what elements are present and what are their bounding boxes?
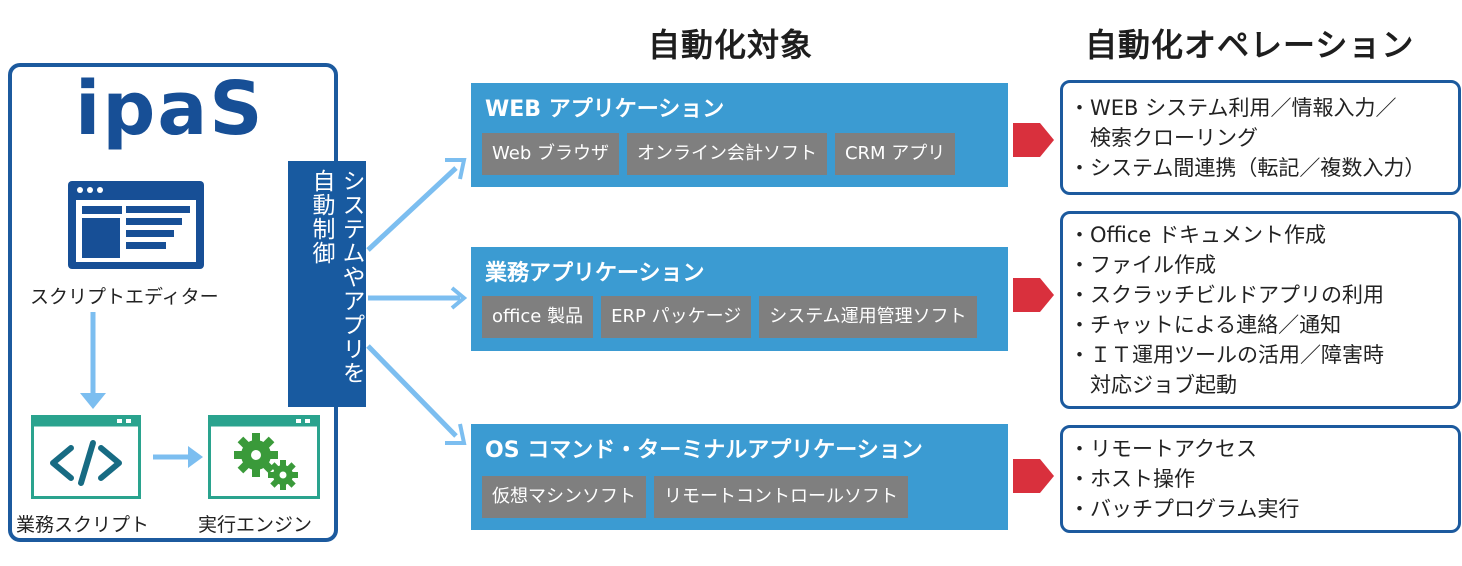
operation-item: ・Office ドキュメント作成	[1069, 223, 1326, 247]
operations-web: ・WEB システム利用／情報入力／ 検索クローリング ・システム間連携（転記／複…	[1060, 80, 1461, 195]
target-os-terminal-apps: OS コマンド・ターミナルアプリケーション 仮想マシンソフト リモートコントロー…	[471, 424, 1008, 530]
operation-item: 検索クローリング	[1069, 126, 1258, 150]
chip-item: office 製品	[482, 296, 594, 338]
operation-item: ・ＩＴ運用ツールの活用／障害時	[1069, 343, 1384, 367]
operation-item: ・バッチプログラム実行	[1069, 497, 1300, 521]
ipas-logo: ipaS	[75, 66, 265, 152]
auto-control-label: システムやアプリを自動制御	[308, 169, 364, 385]
operations-heading: 自動化オペレーション	[1085, 26, 1415, 64]
arrow-control-to-business	[368, 286, 468, 310]
operation-item: ・チャットによる連絡／通知	[1069, 313, 1342, 337]
operation-item: ・ホスト操作	[1069, 467, 1195, 491]
operation-item: ・WEB システム利用／情報入力／	[1069, 96, 1397, 120]
business-script-label: 業務スクリプト	[16, 514, 150, 536]
operations-os-terminal: ・リモートアクセス ・ホスト操作 ・バッチプログラム実行	[1060, 425, 1461, 533]
target-title: OS コマンド・ターミナルアプリケーション	[485, 438, 923, 463]
chip-item: システム運用管理ソフト	[759, 296, 977, 338]
arrow-script-to-engine	[153, 446, 203, 468]
code-window-icon	[31, 415, 141, 499]
operation-item: ・スクラッチビルドアプリの利用	[1069, 283, 1384, 307]
chip-item: 仮想マシンソフト	[482, 476, 646, 518]
script-editor-icon	[68, 181, 204, 269]
target-business-apps: 業務アプリケーション office 製品 ERP パッケージ システム運用管理ソ…	[471, 247, 1008, 351]
targets-heading: 自動化対象	[648, 26, 814, 64]
script-editor-label: スクリプトエディター	[30, 286, 219, 308]
red-arrow-3	[1013, 459, 1054, 493]
red-arrow-2	[1013, 278, 1054, 312]
chip-item: ERP パッケージ	[601, 296, 752, 338]
chip-item: リモートコントロールソフト	[654, 476, 908, 518]
auto-control-box: システムやアプリを自動制御	[288, 161, 366, 407]
arrow-control-to-web	[366, 158, 467, 252]
execution-engine-label: 実行エンジン	[198, 514, 313, 536]
operation-item: 対応ジョブ起動	[1069, 373, 1237, 397]
arrow-editor-to-script	[80, 312, 106, 409]
operation-item: ・ファイル作成	[1069, 253, 1216, 277]
operations-business: ・Office ドキュメント作成 ・ファイル作成 ・スクラッチビルドアプリの利用…	[1060, 211, 1461, 409]
chip-item: オンライン会計ソフト	[626, 133, 827, 175]
red-arrow-1	[1013, 123, 1054, 157]
chip-item: Web ブラウザ	[482, 133, 619, 175]
target-title: WEB アプリケーション	[485, 97, 725, 122]
target-web-apps: WEB アプリケーション Web ブラウザ オンライン会計ソフト CRM アプリ	[471, 83, 1008, 187]
operation-item: ・リモートアクセス	[1069, 437, 1257, 461]
operation-item: ・システム間連携（転記／複数入力）	[1069, 156, 1426, 180]
arrow-control-to-os	[366, 344, 467, 445]
target-title: 業務アプリケーション	[485, 261, 705, 286]
gears-window-icon	[208, 415, 320, 499]
chip-item: CRM アプリ	[834, 133, 956, 175]
